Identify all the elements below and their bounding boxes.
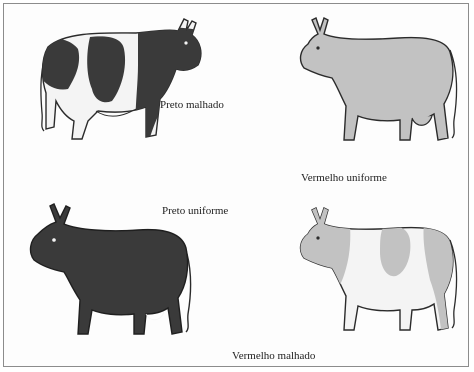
label-vermelho-uniforme: Vermelho uniforme: [301, 172, 387, 184]
cow-black-spotted: [26, 9, 206, 159]
figure-frame: Preto malhado Vermelho uniforme Preto un…: [3, 3, 469, 367]
cow-red-spotted: [288, 200, 468, 350]
cow-black-uniform: [22, 200, 202, 350]
cow-red-uniform: [288, 10, 468, 160]
label-preto-uniforme: Preto uniforme: [162, 205, 228, 217]
label-preto-malhado: Preto malhado: [160, 99, 224, 111]
label-vermelho-malhado: Vermelho malhado: [232, 350, 315, 362]
